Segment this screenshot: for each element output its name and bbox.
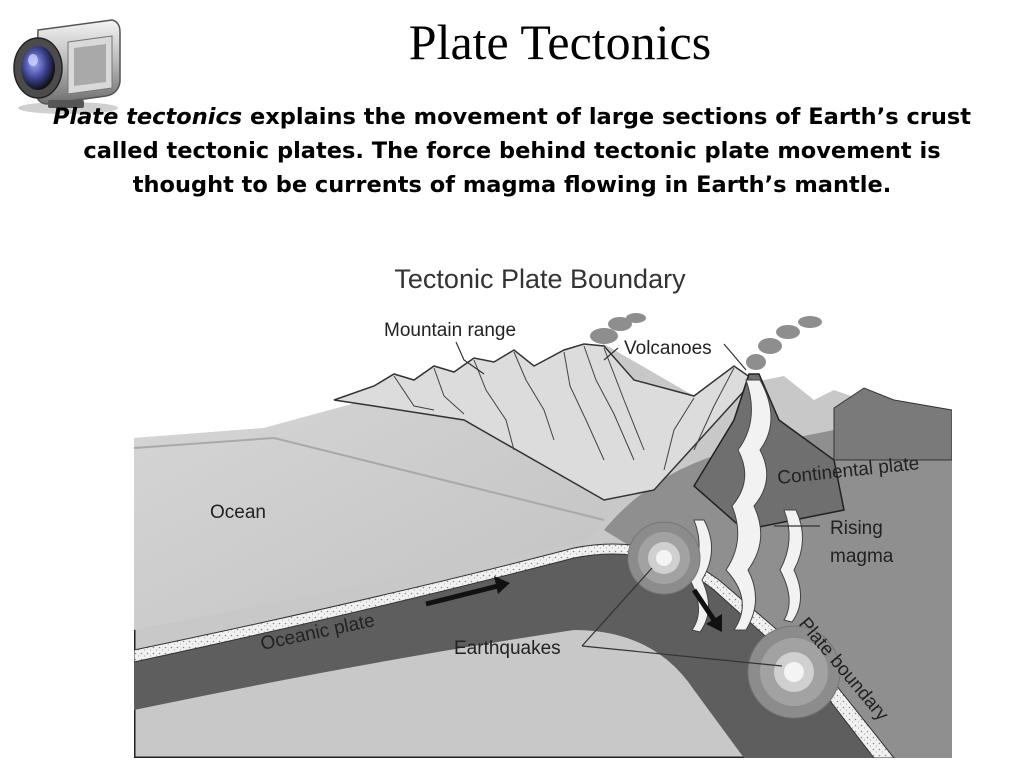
intro-term: Plate tectonics [52,104,243,130]
plate-boundary-diagram: Mountain range Volcanoes Ocean Continent… [134,310,952,758]
ocean-surface [134,384,614,630]
diagram-title: Tectonic Plate Boundary [394,264,686,294]
page-title: Plate Tectonics [408,14,712,70]
label-volcanoes: Volcanoes [624,338,712,359]
oceanic-plate [134,554,874,758]
earthquake-foci [627,521,841,719]
volcano [693,373,845,531]
label-magma: magma [830,546,894,567]
label-rising: Rising [830,518,883,539]
label-mountain-range: Mountain range [384,320,516,341]
label-earthquakes: Earthquakes [454,638,561,659]
video-camera-icon [13,19,121,114]
intro-text: explains the movement of large sections … [83,104,972,198]
intro-paragraph: Plate tectonics explains the movement of… [40,100,984,202]
sky [134,310,952,438]
continental-plate [604,428,952,758]
label-ocean: Ocean [210,502,266,523]
